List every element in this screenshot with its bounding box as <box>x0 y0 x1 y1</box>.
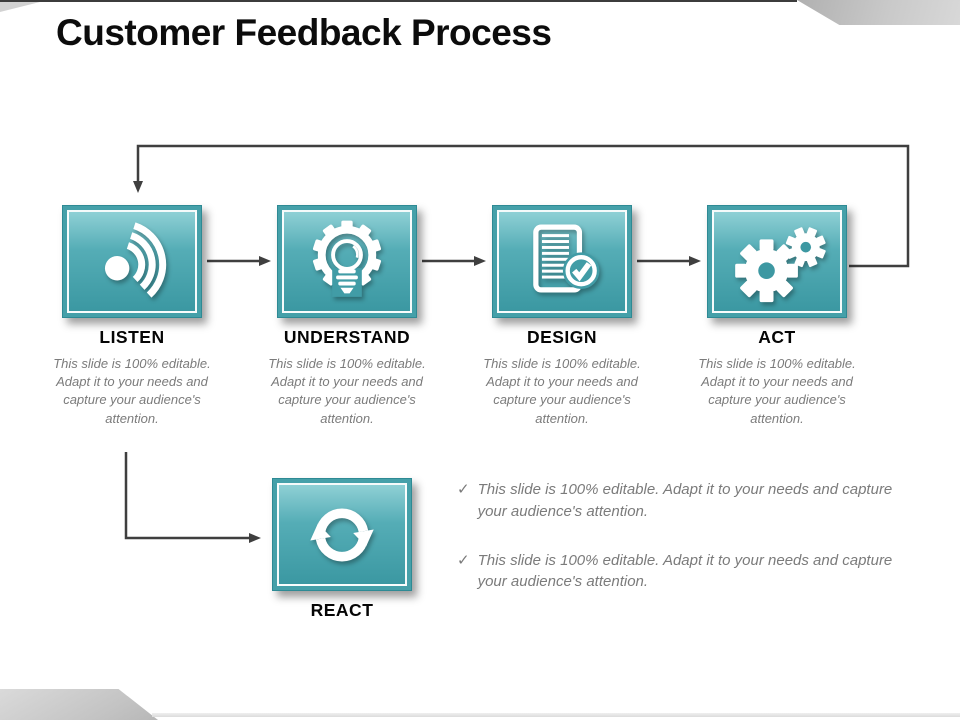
bottom-edge-line <box>152 713 960 717</box>
feedback-loop-connector <box>133 144 910 268</box>
design-box <box>492 205 632 318</box>
step-description-listen: This slide is 100% editable. Adapt it to… <box>53 356 211 426</box>
step-description-act: This slide is 100% editable. Adapt it to… <box>698 356 856 426</box>
step-description-understand: This slide is 100% editable. Adapt it to… <box>268 356 426 426</box>
react-box <box>272 478 412 591</box>
bullet-text: This slide is 100% editable. Adapt it to… <box>477 551 893 591</box>
refresh-arrows-icon <box>310 508 374 561</box>
step-design: DESIGN This slide is 100% editable. Adap… <box>452 205 672 428</box>
connector-listen-understand <box>207 256 271 266</box>
gear-lightbulb-icon <box>312 220 382 297</box>
step-label-react: REACT <box>310 600 374 620</box>
page-title: Customer Feedback Process <box>56 12 552 53</box>
document-check-icon <box>533 224 600 292</box>
gears-icon <box>735 226 826 302</box>
bullet-item: ✓ This slide is 100% editable. Adapt it … <box>457 550 902 594</box>
connector-understand-design <box>422 256 486 266</box>
broadcast-icon <box>104 221 167 298</box>
step-label-act: ACT <box>758 327 796 347</box>
check-icon: ✓ <box>457 481 470 498</box>
listen-box <box>62 205 202 318</box>
step-label-understand: UNDERSTAND <box>283 327 411 347</box>
bullet-list: ✓ This slide is 100% editable. Adapt it … <box>457 479 902 620</box>
step-label-listen: LISTEN <box>99 327 165 347</box>
step-description-design: This slide is 100% editable. Adapt it to… <box>483 356 641 426</box>
step-listen: LISTEN This slide is 100% editable. Adap… <box>22 205 242 428</box>
step-understand: UNDERSTAND This slide is 100% editable. … <box>237 205 457 428</box>
connector-design-act <box>637 256 701 266</box>
step-act: ACT This slide is 100% editable. Adapt i… <box>667 205 887 428</box>
bullet-text: This slide is 100% editable. Adapt it to… <box>477 481 893 520</box>
top-edge-line <box>0 0 797 2</box>
check-icon: ✓ <box>457 551 470 569</box>
top-left-corner-decoration <box>0 2 40 12</box>
understand-box <box>277 205 417 318</box>
connector-listen-react <box>124 452 261 543</box>
bullet-item: ✓ This slide is 100% editable. Adapt it … <box>457 479 902 523</box>
step-label-design: DESIGN <box>526 327 598 347</box>
step-react: REACT <box>232 478 452 621</box>
act-box <box>707 205 847 318</box>
